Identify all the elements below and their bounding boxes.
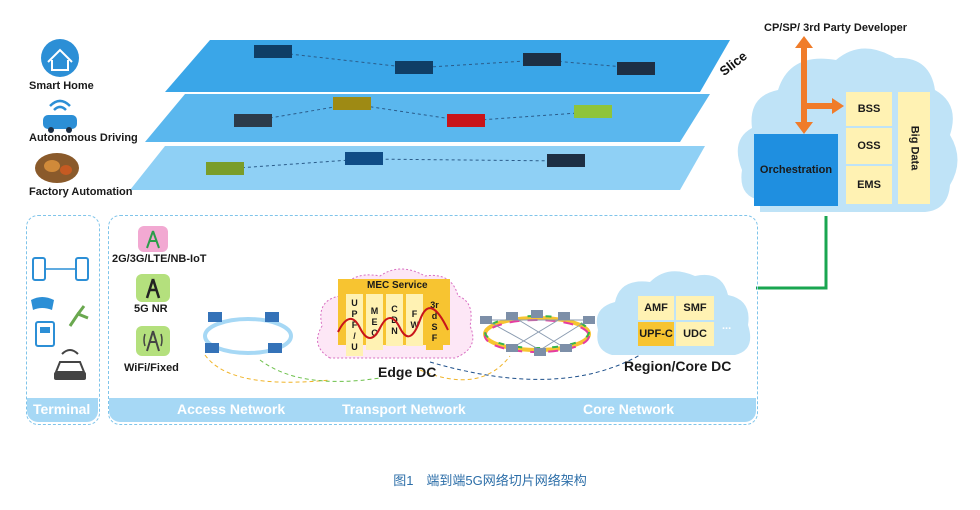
use-case-autonomous-driving: Autonomous Driving: [29, 132, 138, 144]
network-panel: [108, 215, 758, 425]
transport-network-label: Transport Network: [342, 401, 466, 417]
slice-node: [206, 162, 244, 175]
figure-caption: 图1 端到端5G网络切片网络架构: [393, 473, 587, 488]
region-core-label: Region/Core DC: [624, 358, 732, 374]
smart-home-icon: [41, 39, 79, 77]
slice-node: [574, 105, 612, 118]
core-fn-upf-c: UPF-C: [638, 322, 674, 346]
gamepad-icon: [31, 297, 54, 310]
radio-nr-label: 5G NR: [134, 303, 168, 315]
terminal-panel: [26, 215, 100, 425]
slice-node: [547, 154, 585, 167]
orchestration-label: Orchestration: [759, 164, 833, 176]
service-chain-curve: [337, 307, 449, 339]
orchestration-link: [756, 216, 828, 290]
router-icon: [583, 316, 595, 324]
slice-plane-2: [145, 94, 710, 142]
mec-box-mec: M E C: [366, 294, 383, 350]
car-icon: [43, 115, 77, 129]
slice-node: [395, 61, 433, 74]
slice-node: [345, 152, 383, 165]
slice-node: [234, 114, 272, 127]
router-icon: [205, 343, 219, 353]
big-data-label: Big Data: [908, 125, 920, 171]
slice-node: [333, 97, 371, 110]
router-icon: [506, 344, 518, 352]
mec-box-upf: U P F / U: [346, 294, 363, 356]
core-fn-smf: SMF: [676, 296, 714, 320]
router-icon: [268, 343, 282, 353]
router-icon: [480, 316, 492, 324]
router-icon: [265, 312, 279, 322]
robot-arm-icon: [68, 305, 89, 327]
router-icon: [531, 310, 543, 318]
bss-box: BSS: [846, 92, 892, 126]
radio-tower-icon: [138, 226, 168, 252]
network-band: Access Network Transport Network Core Ne…: [109, 398, 756, 422]
core-network-label: Core Network: [583, 401, 675, 417]
use-case-smart-home: Smart Home: [29, 80, 94, 92]
mec-box-fw: F W: [406, 294, 423, 346]
edge-dc-label: Edge DC: [378, 364, 437, 380]
radio-wifi-label: WiFi/Fixed: [124, 362, 179, 374]
wifi-icon: [49, 99, 71, 111]
access-network-label: Access Network: [177, 401, 286, 417]
core-fn-amf: AMF: [638, 296, 674, 320]
core-fn-more: ...: [722, 320, 732, 332]
router-icon: [558, 312, 570, 320]
use-case-factory-automation: Factory Automation: [29, 186, 133, 198]
terminal-label: Terminal: [33, 401, 91, 417]
oss-box: OSS: [846, 128, 892, 164]
mec-service-label: MEC Service: [367, 280, 428, 291]
router-icon: [560, 344, 572, 352]
orchestration-box: Orchestration: [754, 134, 838, 206]
core-fn-udc: UDC: [676, 322, 714, 346]
slice-node: [447, 114, 485, 127]
radio-legacy-label: 2G/3G/LTE/NB-IoT: [112, 253, 207, 265]
ems-box: EMS: [846, 166, 892, 204]
developer-label: CP/SP/ 3rd Party Developer: [764, 22, 908, 34]
slice-node: [254, 45, 292, 58]
terminal-band: Terminal: [27, 398, 98, 422]
slice-node: [523, 53, 561, 66]
router-icon: [506, 312, 518, 320]
router-icon: [208, 312, 222, 322]
router-icon: [534, 348, 546, 356]
big-data-box: Big Data: [898, 92, 930, 204]
meter-icon: [35, 321, 55, 347]
access-ring: [203, 317, 293, 355]
slice-node: [617, 62, 655, 75]
radio-tower-icon: [136, 274, 170, 302]
